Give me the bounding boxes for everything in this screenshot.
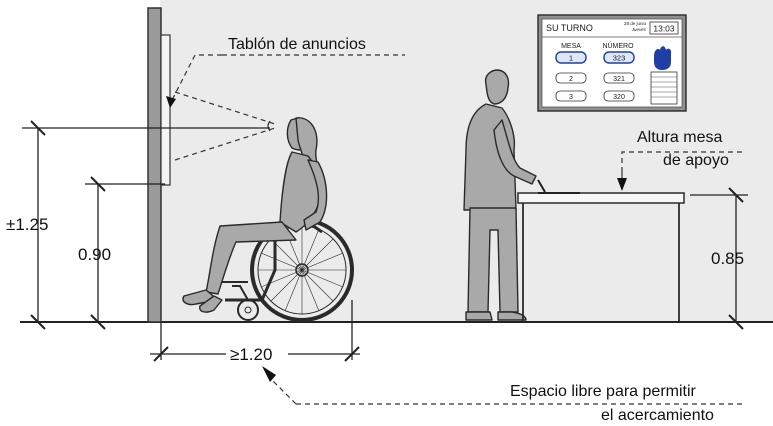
display-row-2-mesa-box	[555, 72, 587, 84]
eye-height-dimension	[22, 120, 270, 330]
display-col-mesa: MESA	[561, 43, 581, 50]
clear-space-note-line1: Espacio libre para permitir	[510, 383, 697, 400]
display-row-3-numero: 320	[613, 94, 625, 101]
bulletin-leader	[169, 54, 222, 105]
eye-height-label: ±1.25	[6, 215, 48, 234]
bulletin-board	[160, 34, 171, 186]
table-height-arrow-icon	[617, 178, 627, 191]
display-time: 13:03	[653, 24, 675, 34]
table-height-leader	[621, 151, 745, 172]
table-height-dimension	[690, 187, 748, 330]
clear-space-arrow-icon	[262, 366, 276, 382]
clear-space-note-line2: el acercamiento	[601, 407, 714, 424]
ticket-lines	[651, 76, 677, 98]
hand-icon	[654, 46, 672, 70]
eye-mark	[267, 120, 271, 132]
display-row-3-mesa: 3	[569, 94, 573, 101]
ticket-dispenser	[650, 71, 678, 105]
turn-display-panel: SU TURNO 28 de junio Jueves 13:03 MESA N…	[537, 14, 687, 112]
display-col-numero: NÚMERO	[602, 41, 634, 50]
display-row-1-mesa: 1	[569, 54, 573, 63]
standing-man-figure	[463, 69, 537, 321]
display-row-1-numero-box	[603, 51, 635, 64]
board-bottom-dimension	[85, 176, 165, 330]
seated-woman-figure	[182, 117, 328, 313]
wall	[147, 7, 162, 323]
display-row-1-numero: 323	[613, 54, 626, 63]
display-row-2-numero-box	[603, 72, 635, 84]
table-height-note-line1: Altura mesa	[637, 129, 722, 146]
table-height-label: 0.85	[711, 249, 744, 268]
display-date-line1: 28 de junio	[624, 21, 647, 26]
bulletin-board-label: Tablón de anuncios	[228, 36, 366, 53]
clear-space-dimension	[150, 300, 360, 362]
support-table	[517, 192, 685, 322]
display-row-2-numero: 321	[613, 76, 625, 83]
clear-space-leader	[271, 379, 297, 405]
bulletin-arrow-icon	[166, 96, 176, 108]
display-date-line2: Jueves	[631, 27, 647, 32]
table-height-note-line2: de apoyo	[663, 152, 729, 169]
board-bottom-label: 0.90	[78, 245, 111, 264]
display-row-3-numero-box	[603, 90, 635, 102]
clear-space-label: ≥1.20	[230, 345, 272, 364]
display-row-2-mesa: 2	[569, 76, 573, 83]
display-title: SU TURNO	[546, 23, 593, 33]
pen	[537, 179, 546, 193]
display-row-1-mesa-box	[555, 51, 587, 64]
display-row-3-mesa-box	[555, 90, 587, 102]
